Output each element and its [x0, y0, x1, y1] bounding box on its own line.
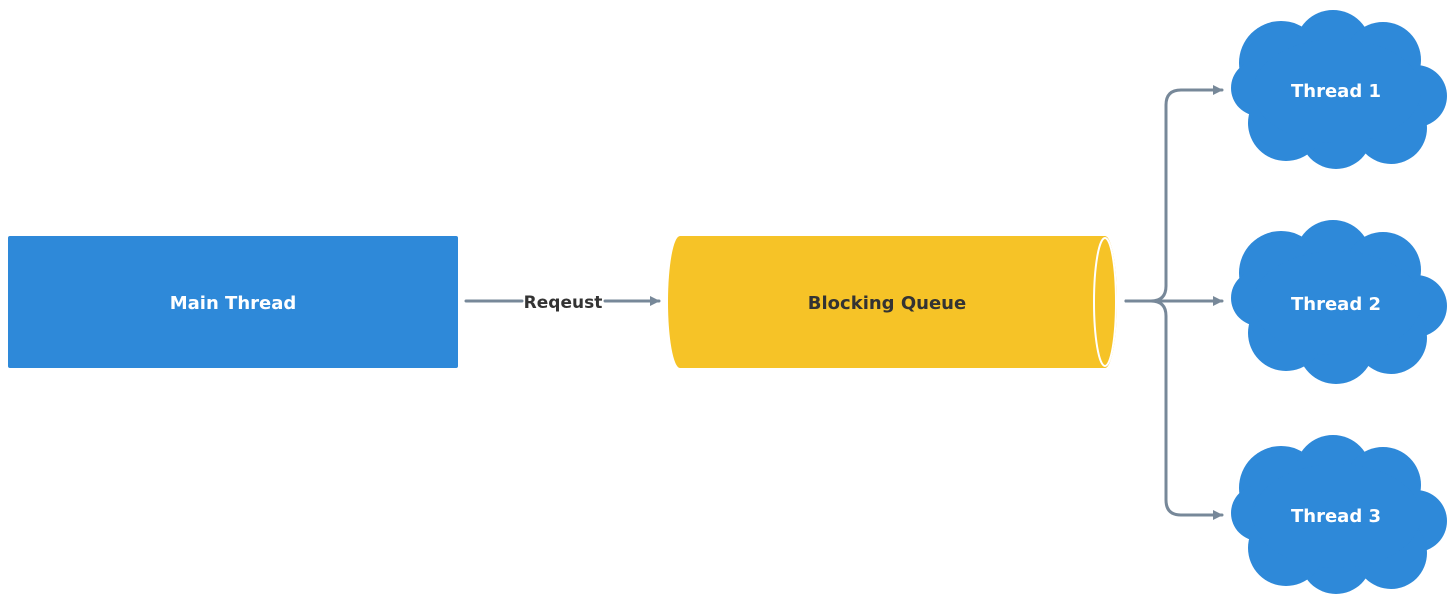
blocking-queue-label: Blocking Queue	[808, 293, 966, 314]
main-thread-box	[8, 236, 458, 368]
thread-3-label: Thread 3	[1291, 506, 1381, 527]
thread-3-node[interactable]: Thread 3	[1231, 435, 1447, 594]
thread-1-node[interactable]: Thread 1	[1231, 10, 1447, 169]
request-edge: Reqeust	[464, 293, 661, 313]
main-thread-label: Main Thread	[170, 293, 297, 314]
connector-to-thread-1	[1124, 85, 1224, 303]
request-edge-label: Reqeust	[524, 293, 603, 313]
connector-to-thread-3	[1124, 299, 1224, 520]
thread-1-cloud-icon	[1231, 10, 1447, 169]
fanout-edges	[1124, 85, 1224, 520]
thread-1-label: Thread 1	[1291, 81, 1381, 102]
blocking-queue-body	[668, 236, 1117, 368]
main-thread-node[interactable]: Main Thread	[8, 236, 458, 368]
thread-2-cloud-icon	[1231, 220, 1447, 384]
thread-3-cloud-icon	[1231, 435, 1447, 594]
blocking-queue-node[interactable]: Blocking Queue	[668, 236, 1117, 368]
thread-2-node[interactable]: Thread 2	[1231, 220, 1447, 384]
blocking-queue-end-cap	[1093, 237, 1117, 367]
thread-2-label: Thread 2	[1291, 294, 1381, 315]
